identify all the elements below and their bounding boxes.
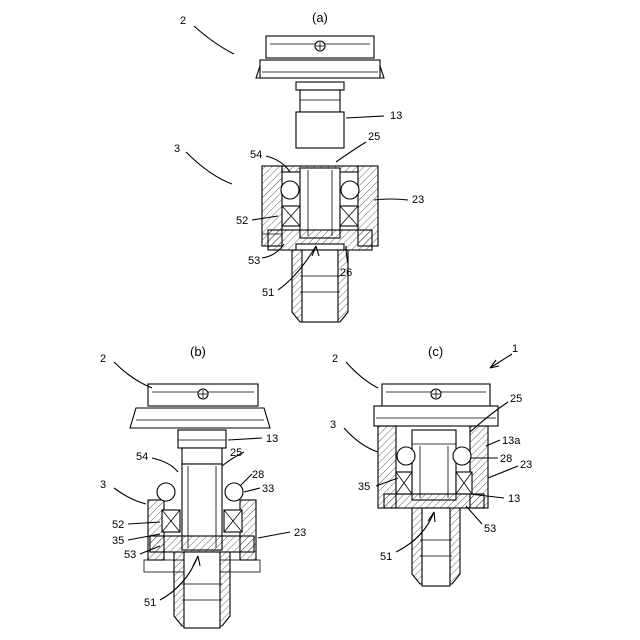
label-a-26: 26 (340, 267, 352, 279)
label-c-1: 1 (512, 343, 518, 355)
label-b-25: 25 (230, 447, 242, 459)
figure-a-caption: (a) (312, 10, 328, 25)
label-c-28: 28 (500, 453, 512, 465)
label-c-2: 2 (332, 353, 338, 365)
figure-a: (a) (174, 10, 424, 322)
label-a-25: 25 (368, 131, 380, 143)
label-c-25: 25 (510, 393, 522, 405)
socket-unit-a (262, 166, 378, 322)
label-a-51: 51 (262, 287, 274, 299)
label-c-3: 3 (330, 419, 336, 431)
label-b-33: 33 (262, 483, 274, 495)
label-c-23: 23 (520, 459, 532, 471)
label-a-3: 3 (174, 143, 180, 155)
label-c-53: 53 (484, 523, 496, 535)
cap-unit-c (374, 384, 498, 426)
label-b-35: 35 (112, 535, 124, 547)
label-c-51: 51 (380, 551, 392, 563)
label-b-28: 28 (252, 469, 264, 481)
label-b-51: 51 (144, 597, 156, 609)
cap-unit-a (256, 36, 384, 148)
label-a-54: 54 (250, 149, 262, 161)
figure-c-caption: (c) (428, 344, 443, 359)
socket-unit-c (378, 426, 488, 586)
label-a-2: 2 (180, 15, 186, 27)
label-b-2: 2 (100, 353, 106, 365)
label-a-13: 13 (390, 110, 402, 122)
label-b-13: 13 (266, 433, 278, 445)
figure-b-caption: (b) (190, 344, 206, 359)
label-a-53: 53 (248, 255, 260, 267)
figure-c: (c) (330, 343, 532, 586)
label-c-35: 35 (358, 481, 370, 493)
label-b-54: 54 (136, 451, 148, 463)
label-b-53: 53 (124, 549, 136, 561)
label-b-23: 23 (294, 527, 306, 539)
label-a-23: 23 (412, 194, 424, 206)
label-a-52: 52 (236, 215, 248, 227)
label-b-52: 52 (112, 519, 124, 531)
figure-b: (b) (100, 344, 306, 628)
label-b-3: 3 (100, 479, 106, 491)
label-c-13a: 13a (502, 435, 521, 447)
socket-unit-b (144, 464, 260, 628)
label-c-13: 13 (508, 493, 520, 505)
cap-unit-b (130, 384, 270, 464)
